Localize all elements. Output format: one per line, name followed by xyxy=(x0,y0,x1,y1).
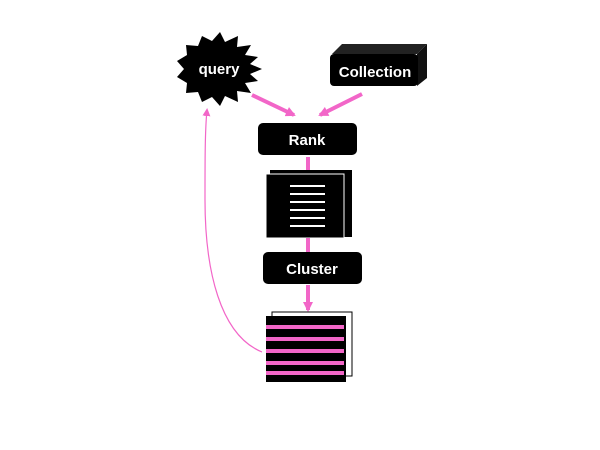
collection-to-rank-arrow xyxy=(318,92,363,117)
query-to-rank-arrow xyxy=(251,93,296,117)
ranked-document-list-icon xyxy=(265,170,352,239)
rank-box xyxy=(258,123,357,155)
cluster-stripe xyxy=(266,337,344,341)
collection-front-face xyxy=(330,54,418,86)
rank-node[interactable]: Rank xyxy=(258,123,357,155)
cluster-stripe xyxy=(266,361,344,365)
rank-label: Rank xyxy=(289,132,326,149)
cluster-box xyxy=(263,252,362,284)
cluster-label: Cluster xyxy=(286,261,338,278)
feedback-arrow xyxy=(202,108,263,353)
collection-top-face xyxy=(332,44,427,54)
document-stack-front xyxy=(265,173,345,239)
cluster-stripe xyxy=(266,325,344,329)
cluster-stripe xyxy=(266,371,344,375)
query-node[interactable]: query xyxy=(177,32,262,106)
starburst-shape xyxy=(177,32,262,106)
collection-label: Collection xyxy=(339,64,412,81)
collection-node[interactable]: Collection xyxy=(330,44,427,86)
query-label: query xyxy=(199,61,241,78)
cluster-stripe xyxy=(266,349,344,353)
clustered-results-list-icon xyxy=(266,311,353,382)
collection-side-face xyxy=(417,44,427,86)
cluster-node[interactable]: Cluster xyxy=(263,252,362,284)
